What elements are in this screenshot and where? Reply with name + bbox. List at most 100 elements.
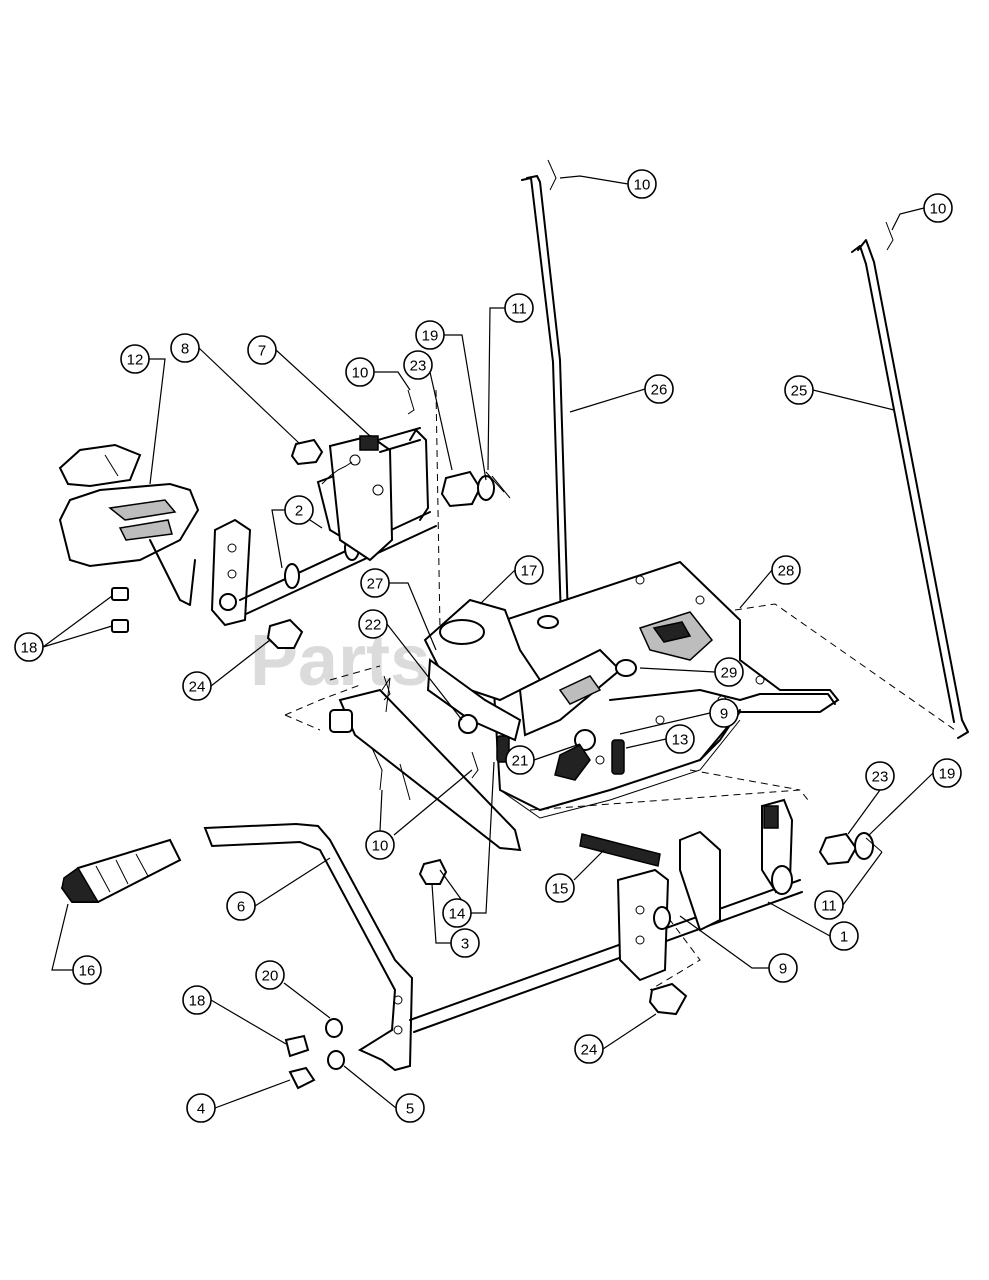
- callout-circle: [182, 671, 212, 701]
- callout-circle: [814, 890, 844, 920]
- leader-line: [767, 901, 831, 937]
- callout-label: 28: [778, 563, 795, 580]
- callout-14: 14: [439, 761, 495, 928]
- callout-22: 22: [358, 609, 463, 721]
- callout-circle: [442, 898, 472, 928]
- leader-line: [374, 371, 411, 391]
- leader-line: [639, 667, 716, 673]
- callout-6: 6: [226, 857, 331, 921]
- callout-12: 12: [120, 344, 166, 485]
- callout-circle: [14, 632, 44, 662]
- callout-10: 10: [345, 357, 411, 391]
- leader-line: [283, 982, 331, 1019]
- bracket-plate-left: [210, 518, 252, 627]
- callout-circle: [415, 320, 445, 350]
- callout-29: 29: [639, 657, 744, 687]
- callout-2: 2: [271, 495, 323, 569]
- callout-circle: [768, 953, 798, 983]
- callout-1: 1: [767, 901, 859, 951]
- leader-line: [842, 851, 883, 906]
- callout-label: 2: [295, 503, 303, 520]
- callout-circle: [829, 921, 859, 951]
- callout-label: 24: [189, 679, 206, 696]
- callout-circle: [255, 960, 285, 990]
- callout-circle: [932, 758, 962, 788]
- callout-circle: [709, 698, 739, 728]
- dashed-alignment-lines: [284, 389, 956, 991]
- callout-9: 9: [619, 698, 739, 735]
- callout-circle: [505, 745, 535, 775]
- callout-label: 10: [372, 838, 389, 855]
- callout-label: 8: [181, 341, 189, 358]
- callout-circle: [627, 169, 657, 199]
- callout-circle: [504, 293, 534, 323]
- leader-line: [847, 789, 881, 835]
- callout-circle: [514, 555, 544, 585]
- leader-line: [386, 623, 463, 721]
- callout-26: 26: [569, 374, 674, 413]
- leader-line: [444, 334, 487, 481]
- callout-19: 19: [867, 758, 962, 837]
- gear-sector: [316, 434, 394, 562]
- callout-circle: [247, 335, 277, 365]
- washer-29: [615, 659, 637, 677]
- callout-label: 11: [511, 301, 527, 318]
- leader-line: [254, 857, 331, 907]
- leader-line: [739, 569, 773, 609]
- leader-line: [573, 849, 605, 881]
- callout-label: 22: [365, 617, 382, 634]
- leader-line: [149, 358, 166, 485]
- callout-circle: [358, 609, 388, 639]
- callout-21: 21: [505, 743, 581, 775]
- callout-16: 16: [51, 903, 102, 985]
- callout-label: 19: [939, 766, 956, 783]
- callout-label: 13: [672, 732, 689, 749]
- leader-line: [533, 743, 581, 761]
- leader-line: [891, 207, 925, 231]
- nut-23-upper: [440, 470, 495, 508]
- lever-6: [203, 822, 414, 1072]
- callout-label: 9: [779, 961, 787, 978]
- callout-27: 27: [360, 568, 437, 651]
- callout-label: 29: [721, 665, 738, 682]
- clip-11-upper: [485, 471, 511, 499]
- callout-label: 23: [410, 358, 427, 375]
- callout-circle: [120, 344, 150, 374]
- callout-circle: [545, 873, 575, 903]
- spring-13: [611, 739, 625, 775]
- leader-line: [569, 388, 646, 413]
- callout-24: 24: [182, 639, 271, 701]
- callout-circle: [360, 568, 390, 598]
- callout-circle: [665, 724, 695, 754]
- callout-circle: [345, 357, 375, 387]
- callout-19: 19: [415, 320, 487, 481]
- shaft-1: [409, 798, 803, 1033]
- callout-label: 6: [237, 899, 245, 916]
- clip-24-lower: [648, 982, 688, 1016]
- callout-label: 17: [521, 563, 538, 580]
- callout-13: 13: [625, 724, 695, 754]
- callout-28: 28: [739, 555, 801, 609]
- callout-label: 10: [930, 201, 947, 218]
- callout-23: 23: [403, 350, 453, 471]
- callout-circle: [365, 830, 395, 860]
- callout-7: 7: [247, 335, 371, 437]
- leader-line: [210, 999, 287, 1045]
- callout-10: 10: [891, 193, 953, 231]
- callout-3: 3: [431, 883, 480, 958]
- callout-label: 24: [581, 1042, 598, 1059]
- callout-label: 25: [791, 383, 808, 400]
- callout-label: 7: [258, 343, 266, 360]
- callout-label: 15: [552, 881, 569, 898]
- callout-circle: [395, 1093, 425, 1123]
- callout-circle: [644, 374, 674, 404]
- callout-circle: [186, 1093, 216, 1123]
- callout-23: 23: [847, 761, 895, 835]
- callout-label: 4: [197, 1101, 205, 1118]
- callout-circle: [923, 193, 953, 223]
- callout-11: 11: [487, 293, 534, 471]
- leader-line: [479, 569, 516, 605]
- leader-line: [625, 738, 667, 749]
